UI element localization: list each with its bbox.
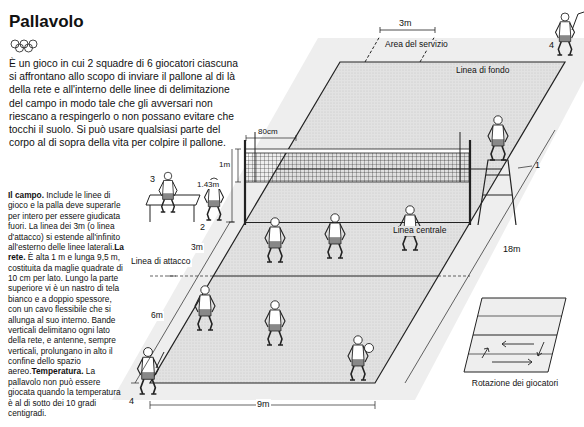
section-text: È alta 1 m e lunga 9,5 m, costituita da … (8, 252, 123, 376)
rotation-box (462, 296, 568, 374)
dimension: 1.43m (196, 180, 220, 189)
callout-number: 4 (549, 40, 554, 50)
line-label: Linea di attacco (130, 257, 192, 267)
dimension: 18m (503, 244, 521, 254)
callout-number: 3 (150, 174, 155, 184)
dimension: 9m (256, 399, 271, 409)
dimension: 80cm (258, 127, 278, 136)
dimension: 6m (150, 311, 164, 321)
dimension: 3m (399, 18, 412, 28)
callout-number: 4 (129, 396, 134, 406)
callout-number: 2 (200, 222, 205, 232)
section-heading: Il campo. (8, 190, 44, 200)
title: Pallavolo (9, 12, 84, 32)
section-heading: Temperatura. (32, 366, 84, 376)
node-caption: Rotazione dei giocatori (462, 378, 568, 388)
intro-text: È un gioco in cui 2 squadre di 6 giocato… (9, 57, 241, 149)
dimension: 3m (190, 243, 204, 253)
rules-column: Il campo. Include le linee di gioco e la… (8, 190, 126, 418)
rotation-diagram: Rotazione dei giocatori (462, 296, 568, 388)
line-label: Linea centrale (392, 226, 447, 236)
dimension: 1m (218, 160, 231, 169)
section-text: Include le linee di gioco e la palla dev… (8, 190, 121, 252)
area-label: Area del servizio (384, 40, 449, 50)
line-label: Linea di fondo (455, 66, 510, 76)
callout-number: 1 (535, 160, 540, 170)
